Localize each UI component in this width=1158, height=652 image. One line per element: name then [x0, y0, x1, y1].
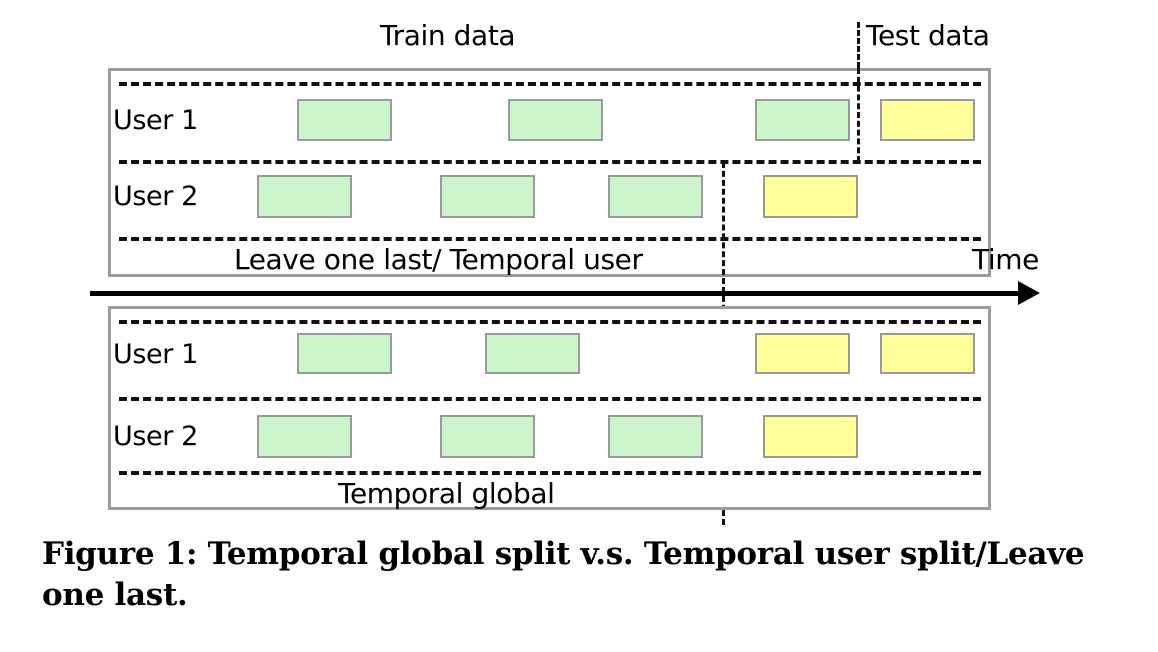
panel-top-row-2-train-block-1 — [257, 175, 352, 218]
time-arrow-line — [90, 291, 1020, 296]
panel-top-footer-label: Leave one last/ Temporal user — [234, 243, 643, 276]
panel-bottom-row-1-train-block-1 — [297, 333, 392, 374]
panel-bottom-row-1-test-block-1 — [755, 333, 850, 374]
panel-bottom-dash-3 — [119, 471, 981, 475]
train-data-header-label: Train data — [380, 19, 516, 52]
panel-top-row-1-train-block-2 — [508, 99, 603, 141]
panel-bottom-row-1-train-block-2 — [485, 333, 580, 374]
panel-bottom-row-2-train-block-1 — [257, 415, 352, 458]
panel-bottom-row-2-train-block-3 — [608, 415, 703, 458]
header-split-dashed-line — [857, 22, 860, 68]
panel-bottom-dash-1 — [119, 320, 981, 324]
time-arrow-head-icon — [1018, 281, 1040, 305]
panel-top-row-2-train-block-3 — [608, 175, 703, 218]
panel-bottom-dash-2 — [119, 397, 981, 401]
panel-top-dash-1 — [119, 82, 981, 86]
panel-bottom-row-2-train-block-2 — [440, 415, 535, 458]
panel-top-row-2-test-block-1 — [763, 175, 858, 218]
panel-top-row-2-user-label: User 2 — [113, 181, 198, 212]
panel-bottom-row-1-test-block-2 — [880, 333, 975, 374]
panel-top-row-1-user-label: User 1 — [113, 105, 198, 136]
panel-bottom-row-1-user-label: User 1 — [113, 339, 198, 370]
panel-top-row-1-train-block-3 — [755, 99, 850, 141]
test-data-header-label: Test data — [866, 19, 990, 52]
time-axis-label: Time — [972, 243, 1039, 276]
panel-top-dash-3 — [119, 237, 981, 241]
panel-top-dash-2 — [119, 160, 981, 164]
figure-caption: Figure 1: Temporal global split v.s. Tem… — [42, 536, 1085, 613]
panel-top-row-1-train-block-1 — [297, 99, 392, 141]
panel-top-row-2-train-block-2 — [440, 175, 535, 218]
panel-bottom-row-2-test-block-1 — [763, 415, 858, 458]
panel-top-row-1-test-block-1 — [880, 99, 975, 141]
panel-top-row-1-split-dashed-line — [857, 68, 860, 162]
panel-bottom-row-2-user-label: User 2 — [113, 421, 198, 452]
panel-bottom-footer-label: Temporal global — [338, 477, 555, 510]
